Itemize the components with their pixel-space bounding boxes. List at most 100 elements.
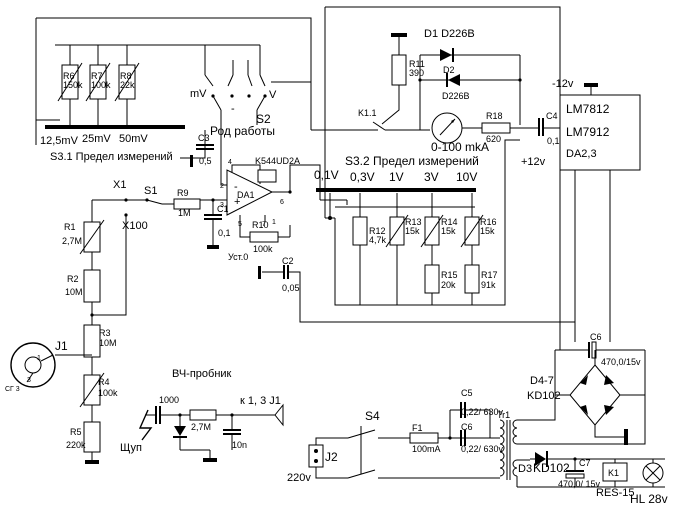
- lamp-cross: [645, 465, 661, 481]
- regulator-2: LM7912: [566, 125, 610, 139]
- opamp-part: K544UD2A: [255, 156, 300, 166]
- bridge-value: KD102: [527, 390, 561, 402]
- r7-label: R7: [91, 71, 103, 81]
- switch-bar-s32: [316, 188, 476, 192]
- x1-label: X1: [113, 179, 126, 191]
- wire: [315, 467, 348, 479]
- diode-bridge: [569, 364, 621, 426]
- node: [448, 436, 452, 440]
- k1-label: K1: [608, 468, 619, 478]
- regulator-ref: DA2,3: [566, 148, 597, 160]
- r2-value: 10M: [65, 287, 83, 297]
- regulator-1: LM7812: [566, 102, 610, 116]
- c5-value: 0,22/ 630v: [461, 407, 504, 417]
- d3-label: D3: [518, 463, 532, 475]
- resistor-r15: [424, 264, 440, 294]
- r17-label: R17: [481, 270, 498, 280]
- r5-value: 220k: [66, 440, 86, 450]
- c3-value: 0,5: [199, 156, 212, 166]
- s2-pos-dash: -: [231, 103, 235, 115]
- wire: [315, 437, 348, 445]
- resistor-r10: [249, 231, 279, 243]
- diode-d3: [535, 452, 546, 466]
- bridge-diode: [580, 405, 588, 415]
- r5-label: R5: [70, 427, 82, 437]
- capacitor-c6m-plate: [464, 430, 466, 446]
- r16-value: 15k: [480, 226, 495, 236]
- range-v-4: 3V: [424, 170, 439, 184]
- probe-tip-icon: [138, 409, 153, 441]
- trim-arrow: [57, 62, 83, 102]
- r4-value: 100k: [98, 388, 118, 398]
- r3-label: R3: [99, 328, 111, 338]
- wire: [594, 425, 625, 438]
- range-v-5: 10V: [456, 170, 477, 184]
- opamp-minus: -: [234, 181, 238, 193]
- ground-bar: [624, 429, 628, 445]
- connector-pin: [40, 354, 54, 362]
- wire: [36, 17, 312, 130]
- r2-label: R2: [67, 274, 79, 284]
- range-v-3: 1V: [389, 170, 404, 184]
- capacitor-c1-plate: [204, 218, 222, 220]
- wire: [239, 215, 250, 238]
- r18-label: R18: [486, 111, 503, 121]
- capacitor-c3-plate: [196, 148, 214, 150]
- c1-label: C1: [217, 204, 229, 214]
- capacitor-probe-plate: [155, 406, 157, 424]
- d3-value: KD102: [533, 461, 570, 475]
- j2-label: J2: [325, 450, 338, 464]
- capacitor-c6m-plate: [460, 430, 462, 446]
- j1-label: J1: [55, 339, 68, 353]
- probe-cap-value: 1000: [159, 395, 179, 405]
- r15-label: R15: [441, 270, 458, 280]
- mains-voltage: 220v: [287, 472, 311, 484]
- transformer-primary: [499, 419, 505, 477]
- s2-label: S2: [256, 112, 271, 126]
- r1-label: R1: [64, 222, 76, 232]
- resistor-r18: [481, 122, 511, 134]
- node: [418, 78, 422, 82]
- range-mv-3: 50mV: [119, 133, 148, 145]
- capacitor-c2-plate: [283, 265, 285, 279]
- resistor-r2: [83, 269, 101, 303]
- d2-label: D2: [443, 65, 455, 75]
- probe-diode-bar: [173, 436, 187, 438]
- tr1-label: Tr1: [497, 410, 510, 420]
- trim-arrow: [85, 62, 111, 102]
- bridge-diode: [604, 375, 614, 385]
- connector-pin: [314, 459, 318, 463]
- c2-value: 0,05: [282, 283, 300, 293]
- d1-label: D1 D226B: [424, 28, 475, 40]
- opamp-plus: +: [234, 196, 240, 208]
- node: [124, 198, 128, 202]
- probe-diode: [174, 426, 186, 436]
- wire: [381, 85, 400, 125]
- capacitor-c4-plate: [538, 118, 540, 136]
- capacitor-c1-plate: [204, 214, 222, 216]
- range-v-2: 0,3V: [350, 170, 375, 184]
- ground-bar: [207, 245, 219, 249]
- node: [247, 94, 251, 98]
- probe-tip-connector: [274, 403, 284, 427]
- diode-d3-bar: [546, 451, 548, 467]
- j1-pin1: 1: [37, 355, 41, 362]
- j1-type: СГ 3: [5, 386, 20, 393]
- trim-arrow: [385, 214, 409, 248]
- c5-label: C5: [461, 388, 473, 398]
- meter-label: 0-100 mkA: [431, 140, 489, 154]
- c3-label: C3: [198, 133, 210, 143]
- r11-label: R11: [409, 59, 425, 69]
- capacitor-c5-plate: [460, 402, 462, 418]
- wire: [272, 164, 321, 200]
- opamp-da1: [226, 169, 274, 216]
- supply-plus: +12v: [521, 156, 546, 168]
- range-v-1: 0,1V: [314, 168, 339, 182]
- capacitor-probe-plate: [159, 406, 161, 424]
- wire: [517, 395, 556, 421]
- opamp-comp: [257, 169, 277, 183]
- r10-value: 100k: [253, 244, 273, 254]
- bridge-diode: [580, 375, 588, 385]
- r9-label: R9: [177, 188, 189, 198]
